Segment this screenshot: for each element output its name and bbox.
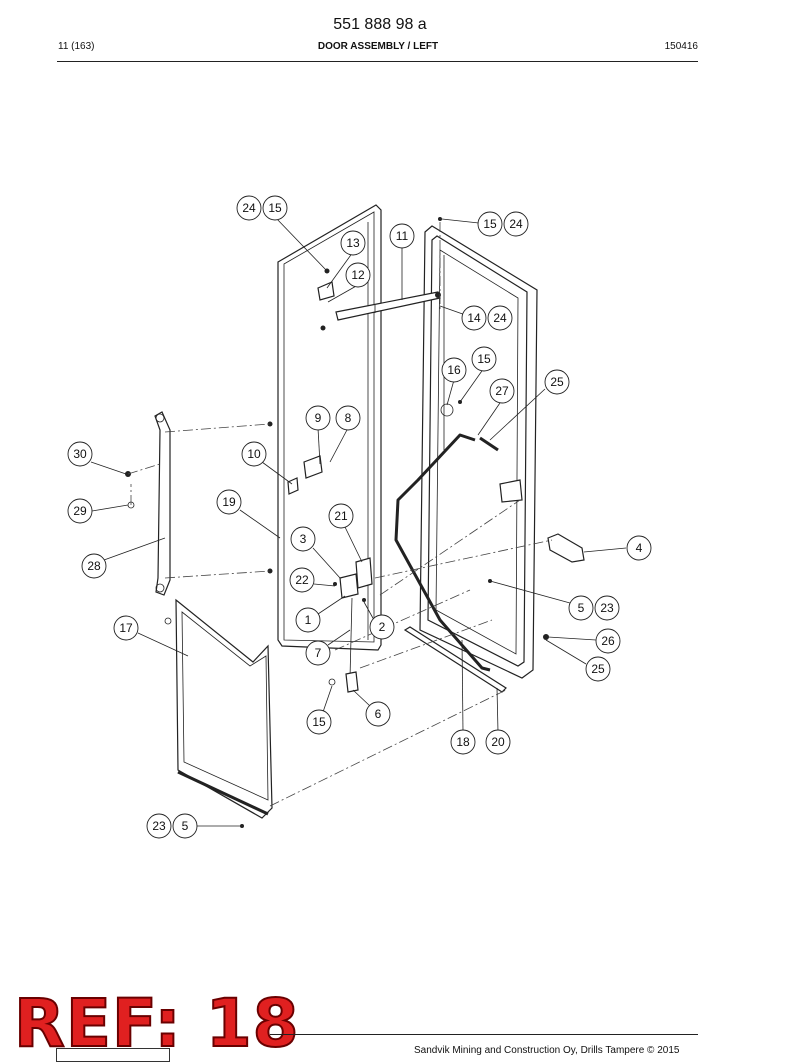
callout-label: 3 — [300, 532, 307, 546]
callout-16: 16 — [441, 357, 467, 383]
callout-30: 30 — [67, 441, 93, 467]
callout-label: 15 — [268, 201, 282, 215]
callout-label: 24 — [242, 201, 256, 215]
callout-15-top-right: 15 — [477, 211, 503, 237]
callout-24-top-right: 24 — [503, 211, 529, 237]
callout-2: 2 — [369, 614, 395, 640]
callout-23-left: 23 — [146, 813, 172, 839]
callout-5-right: 5 — [568, 595, 594, 621]
callout-12: 12 — [345, 262, 371, 288]
callout-label: 19 — [222, 495, 236, 509]
callout-23-right: 23 — [594, 595, 620, 621]
callout-24-mid: 24 — [487, 305, 513, 331]
callout-18: 18 — [450, 729, 476, 755]
handle-bar — [154, 411, 171, 596]
callout-7: 7 — [305, 640, 331, 666]
callout-25-upper: 25 — [544, 369, 570, 395]
callout-label: 23 — [152, 819, 166, 833]
callout-20: 20 — [485, 729, 511, 755]
footer-copyright: Sandvik Mining and Construction Oy, Dril… — [414, 1045, 680, 1056]
callout-21: 21 — [328, 503, 354, 529]
callout-label: 16 — [447, 363, 461, 377]
sheet-title: DOOR ASSEMBLY / LEFT — [317, 41, 439, 52]
ref-stamp: REF: 18 — [13, 984, 300, 1062]
callout-label: 30 — [73, 447, 87, 461]
callout-17: 17 — [113, 615, 139, 641]
callout-label: 29 — [73, 504, 87, 518]
callout-28: 28 — [81, 553, 107, 579]
callout-label: 9 — [315, 411, 322, 425]
callout-14: 14 — [461, 305, 487, 331]
leader-lines — [90, 216, 627, 827]
step-bar — [403, 626, 507, 693]
callout-6: 6 — [365, 701, 391, 727]
callout-label: 25 — [591, 662, 605, 676]
latch-assembly — [339, 557, 373, 693]
callout-label: 26 — [601, 634, 615, 648]
callout-label: 5 — [578, 601, 585, 615]
callout-label: 2 — [379, 620, 386, 634]
revision-date: 150416 — [664, 41, 698, 52]
callout-label: 18 — [456, 735, 470, 749]
callout-8: 8 — [335, 405, 361, 431]
callout-13: 13 — [340, 230, 366, 256]
callout-label: 7 — [315, 646, 322, 660]
callout-label: 5 — [182, 819, 189, 833]
brackets — [287, 281, 585, 563]
callout-label: 20 — [491, 735, 505, 749]
callout-3: 3 — [290, 526, 316, 552]
footer-rule — [270, 1034, 698, 1035]
door-frame — [419, 225, 538, 679]
alignment-lines — [127, 222, 553, 807]
callout-label: 24 — [493, 311, 507, 325]
callout-label: 15 — [483, 217, 497, 231]
callout-25-lower: 25 — [585, 656, 611, 682]
callout-19: 19 — [216, 489, 242, 515]
callout-label: 25 — [550, 375, 564, 389]
callout-label: 15 — [477, 352, 491, 366]
callout-15-lower: 15 — [306, 709, 332, 735]
callout-label: 14 — [467, 311, 481, 325]
callout-label: 15 — [312, 715, 326, 729]
lower-panel — [175, 598, 273, 819]
document-number: 551 888 98 a — [333, 16, 427, 33]
callout-26: 26 — [595, 628, 621, 654]
callout-15-top-left: 15 — [262, 195, 288, 221]
callout-label: 27 — [495, 384, 509, 398]
callout-22: 22 — [289, 567, 315, 593]
callout-label: 10 — [247, 447, 261, 461]
callout-label: 13 — [346, 236, 360, 250]
callout-label: 8 — [345, 411, 352, 425]
callout-label: 28 — [87, 559, 101, 573]
callout-11: 11 — [389, 223, 415, 249]
callout-9: 9 — [305, 405, 331, 431]
callout-label: 17 — [119, 621, 133, 635]
callout-label: 1 — [305, 613, 312, 627]
callout-1: 1 — [295, 607, 321, 633]
page-number: 11 (163) — [58, 41, 95, 52]
fasteners — [125, 217, 549, 828]
callout-label: 23 — [600, 601, 614, 615]
callout-label: 21 — [334, 509, 348, 523]
callout-label: 6 — [375, 707, 382, 721]
callout-5-left: 5 — [172, 813, 198, 839]
callout-label: 24 — [509, 217, 523, 231]
callout-label: 12 — [351, 268, 365, 282]
callout-29: 29 — [67, 498, 93, 524]
callout-label: 11 — [396, 229, 409, 243]
callout-24-top-left: 24 — [236, 195, 262, 221]
grab-rail — [394, 433, 499, 672]
callout-10: 10 — [241, 441, 267, 467]
callout-15-mid: 15 — [471, 346, 497, 372]
header-rule — [57, 61, 698, 62]
callout-label: 4 — [636, 541, 643, 555]
callout-label: 22 — [295, 573, 309, 587]
callout-27: 27 — [489, 378, 515, 404]
sandvik-logo — [56, 1048, 170, 1062]
callout-4: 4 — [626, 535, 652, 561]
